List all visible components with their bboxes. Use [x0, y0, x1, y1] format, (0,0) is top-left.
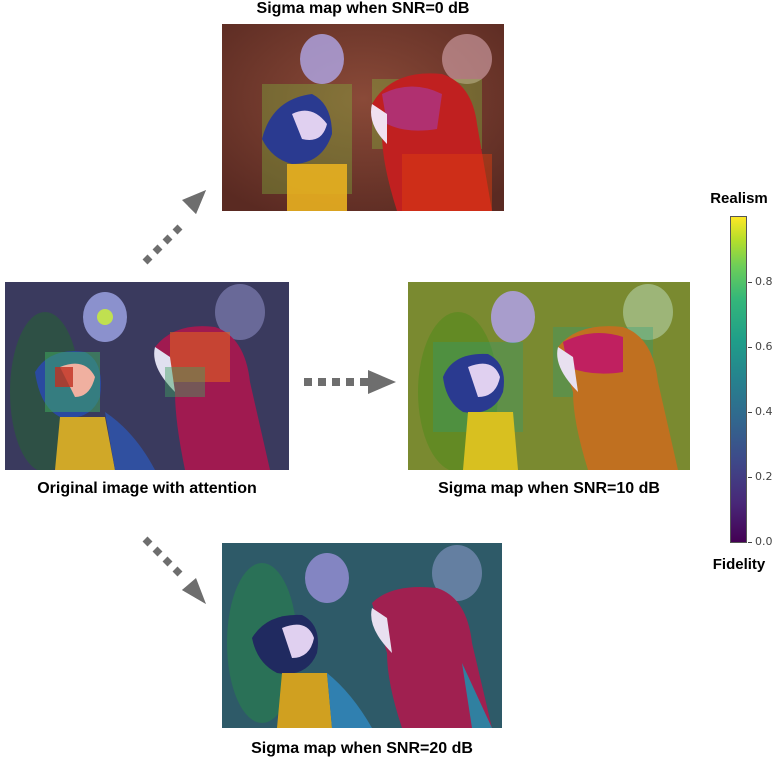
- colorbar-tick: 0.6: [748, 340, 773, 353]
- sigma-map-snr-10-image: [408, 282, 690, 470]
- arrow-up-right-icon: [142, 190, 206, 265]
- colorbar-tick: 0.2: [748, 470, 773, 483]
- caption-snr-10: Sigma map when SNR=10 dB: [438, 480, 660, 497]
- colorbar-tick: 0.4: [748, 405, 773, 418]
- sigma-map-snr-0-image: [222, 24, 504, 211]
- arrow-down-right-icon: [142, 536, 206, 604]
- viridis-colorbar: [730, 216, 747, 543]
- colorbar-top-label: Realism: [710, 190, 768, 207]
- colorbar-tick: 0.0: [748, 535, 773, 548]
- caption-snr-20: Sigma map when SNR=20 dB: [251, 740, 473, 757]
- arrow-right-icon: [304, 370, 396, 394]
- caption-snr-0: Sigma map when SNR=0 dB: [256, 0, 470, 17]
- colorbar-bottom-label: Fidelity: [712, 556, 766, 573]
- caption-original: Original image with attention: [37, 480, 257, 497]
- sigma-map-snr-20-image: [222, 543, 502, 728]
- original-image-with-attention: [5, 282, 289, 470]
- colorbar-tick: 0.8: [748, 275, 773, 288]
